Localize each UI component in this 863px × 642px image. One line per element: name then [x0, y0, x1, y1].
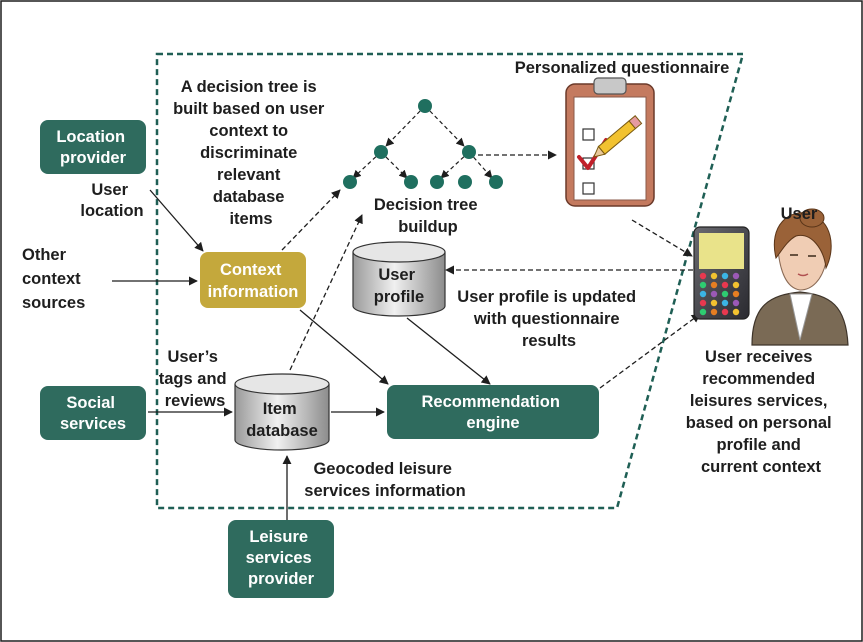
social-services-line: services: [60, 415, 126, 433]
phone-key: [710, 272, 718, 280]
svg-text:User profile: User profile: [374, 266, 424, 306]
recommendation-engine-line: Recommendation: [421, 393, 559, 411]
tree-node: [404, 175, 418, 189]
phone-key: [721, 272, 729, 280]
phone-key: [732, 308, 740, 316]
phone-key: [732, 272, 740, 280]
phone-key: [721, 281, 729, 289]
arrow-engine-to-phone: [599, 313, 701, 389]
recommendation-engine-line: engine: [466, 414, 519, 432]
tree-node: [418, 99, 432, 113]
tree-node: [462, 145, 476, 159]
context-information-line: Context: [220, 261, 282, 279]
geocoded-label: Geocoded leisure services information: [304, 460, 465, 500]
phone-key: [721, 290, 729, 298]
phone-key: [699, 281, 707, 289]
user-profile-line: profile: [374, 288, 424, 306]
svg-text:Recommendation engine: Recommendation engine: [421, 393, 564, 432]
tree-node: [430, 175, 444, 189]
phone-key: [710, 281, 718, 289]
svg-text:Location provider: Location provider: [56, 128, 129, 167]
phone-key: [732, 281, 740, 289]
leisure-services-provider-box: Leisure services provider: [228, 520, 334, 598]
user-label: User: [781, 205, 818, 223]
phone-key: [710, 299, 718, 307]
phone-key: [699, 308, 707, 316]
user-woman-icon: [751, 208, 849, 346]
phone-key: [732, 299, 740, 307]
decision-tree: [343, 99, 503, 189]
clipboard-questionnaire-icon: [565, 77, 655, 207]
location-provider-line: Location: [56, 128, 125, 146]
arrow-questionnaire-to-phone: [631, 219, 693, 257]
phone-key: [699, 299, 707, 307]
tree-node: [489, 175, 503, 189]
leisure-provider-line: services: [246, 549, 312, 567]
svg-text:Social services: Social services: [60, 394, 126, 433]
social-services-box: Social services: [40, 386, 146, 440]
phone-key: [710, 308, 718, 316]
decision-tree-buildup-label: Decision tree buildup: [374, 196, 482, 236]
tree-node: [458, 175, 472, 189]
personalized-questionnaire-label: Personalized questionnaire: [515, 59, 730, 77]
dashed-arrows: [281, 150, 701, 389]
tags-reviews-label: User’s tags and reviews: [159, 348, 231, 410]
context-information-line: information: [208, 283, 299, 301]
svg-text:Context information: Context information: [208, 261, 299, 301]
profile-updated-label: User profile is updated with questionnai…: [457, 288, 640, 350]
arrow-profile-to-engine: [406, 317, 491, 385]
phone-key: [721, 308, 729, 316]
system-boundary: [155, 52, 745, 510]
user-location-label: User location: [80, 181, 143, 220]
phone-key: [710, 290, 718, 298]
location-provider-box: Location provider: [40, 120, 146, 174]
item-database-line: Item: [263, 400, 297, 418]
phone-key: [732, 290, 740, 298]
arrow-context-to-tree: [281, 189, 341, 251]
context-information-box: Context information: [200, 252, 306, 308]
item-database: Item database: [234, 373, 330, 451]
phone-key: [721, 299, 729, 307]
svg-text:Item database: Item database: [246, 400, 318, 440]
tree-node: [374, 145, 388, 159]
phone-key: [699, 290, 707, 298]
arrow-itemdb-to-tree: [289, 214, 363, 371]
mobile-phone-icon: [693, 226, 750, 320]
svg-text:Leisure services p: Leisure services provider: [246, 528, 317, 588]
tree-node: [343, 175, 357, 189]
arrow-context-to-engine: [299, 309, 389, 385]
user-profile-line: User: [378, 266, 415, 284]
leisure-provider-line: provider: [248, 570, 315, 588]
recommendation-engine-box: Recommendation engine: [387, 385, 599, 439]
phone-key: [699, 272, 707, 280]
item-database-line: database: [246, 422, 318, 440]
arrow-location-to-context: [149, 189, 204, 252]
arrows: [112, 189, 491, 520]
user-receives-label: User receives recommended leisures servi…: [686, 348, 836, 476]
decision-tree-note: A decision tree is built based on user c…: [173, 78, 329, 228]
leisure-provider-line: Leisure: [249, 528, 308, 546]
other-context-label: Other context sources: [22, 246, 85, 312]
user-profile-database: User profile: [352, 241, 446, 317]
social-services-line: Social: [66, 394, 115, 412]
location-provider-line: provider: [60, 149, 127, 167]
